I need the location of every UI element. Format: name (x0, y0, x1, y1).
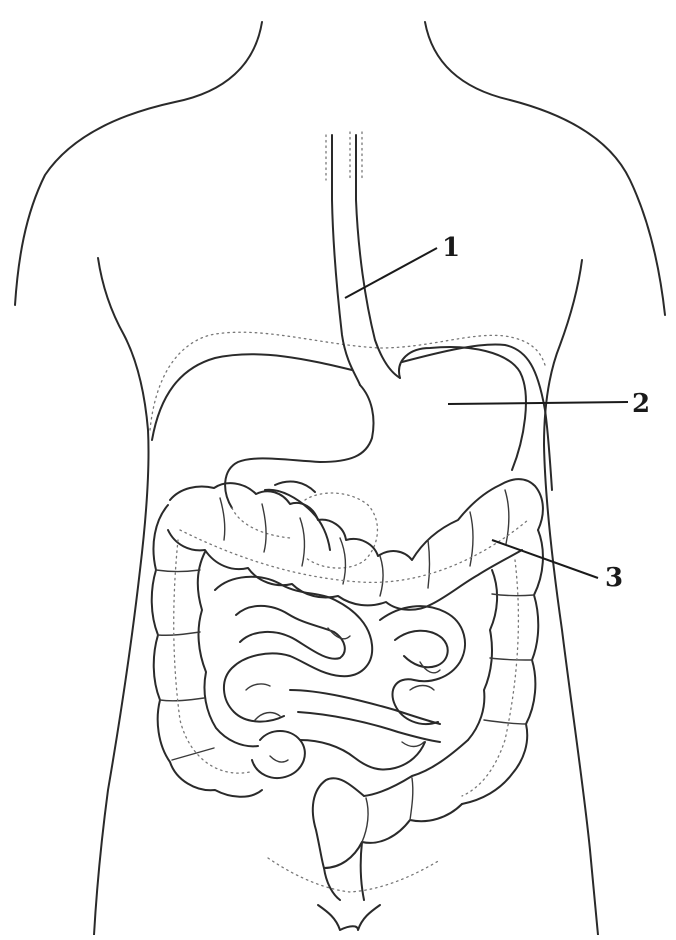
transverse-colon (168, 479, 543, 610)
label-3: 3 (605, 563, 623, 593)
label-1: 1 (442, 233, 460, 263)
torso-outline (15, 22, 665, 935)
ascending-colon (152, 505, 262, 797)
small-intestine (215, 577, 465, 778)
leader-line-3 (492, 540, 598, 578)
leader-lines (345, 248, 628, 578)
diaphragm-outline (150, 332, 552, 490)
sigmoid-colon (313, 740, 468, 900)
label-2: 2 (632, 389, 650, 419)
esophagus (326, 132, 400, 385)
descending-colon (462, 530, 543, 804)
leader-line-2 (448, 402, 628, 404)
stomach (225, 347, 526, 568)
leader-line-1 (345, 248, 437, 298)
